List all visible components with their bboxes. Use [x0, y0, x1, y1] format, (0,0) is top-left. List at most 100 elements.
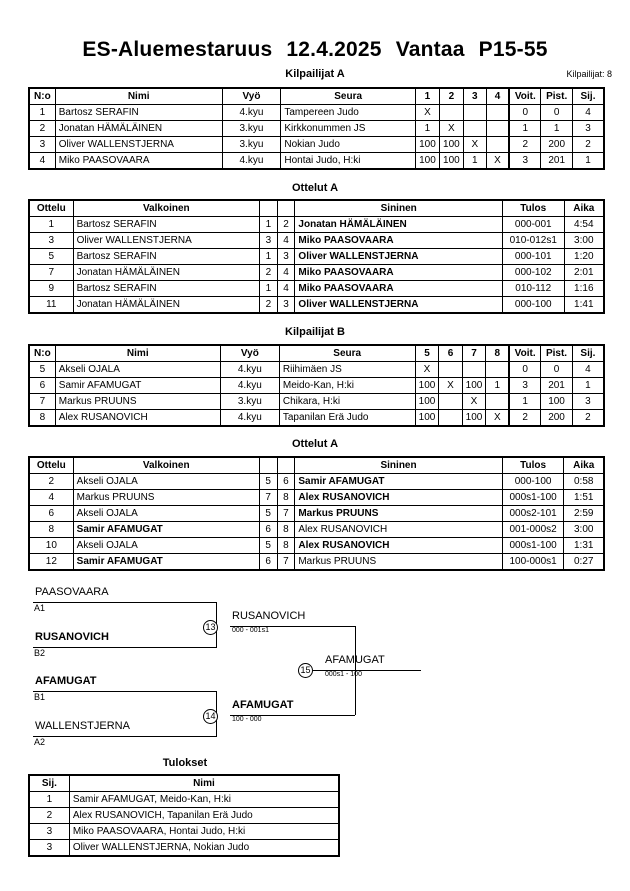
cell-rr: 100 [414, 377, 440, 394]
cell-white: Akseli OJALA [72, 505, 260, 522]
cell-rr: 1 [414, 120, 440, 137]
cell-white: Bartosz SERAFIN [72, 216, 261, 233]
bracket-entry-name: WALLENSTJERNA [35, 720, 130, 732]
cell-club: Hontai Judo, H:ki [280, 152, 416, 169]
cell-rank: 3 [571, 120, 605, 137]
cell-points: 100 [540, 393, 573, 410]
cell-points: 0 [540, 104, 573, 121]
table-row: 1 Bartosz SERAFIN 4.kyu Tampereen Judo X… [29, 104, 605, 121]
cell-white-no: 2 [259, 296, 278, 313]
cell-match-no: 5 [29, 248, 74, 265]
cell-blue: Markus PRUUNS [294, 553, 503, 570]
cell-no: 6 [29, 377, 56, 394]
cell-club: Kirkkonummen JS [280, 120, 416, 137]
cell-match-no: 10 [29, 537, 74, 554]
cell-blue-no: 4 [276, 264, 296, 281]
bracket-line [33, 736, 216, 737]
cell-belt: 4.kyu [221, 152, 282, 169]
table-header-row: Sij. Nimi [29, 775, 340, 792]
cell-match-no: 7 [29, 264, 74, 281]
th-rr-3: 3 [462, 88, 487, 105]
cell-points: 1 [540, 120, 573, 137]
table-row: 3 Oliver WALLENSTJERNA 3.kyu Nokian Judo… [29, 136, 605, 153]
cell-name: Akseli OJALA [54, 361, 221, 378]
cell-white: Samir AFAMUGAT [72, 521, 260, 538]
th-blue-no [276, 457, 296, 474]
cell-blue-no: 6 [276, 473, 296, 490]
cell-result: 000s1-100 [501, 489, 565, 506]
cell-belt: 4.kyu [219, 361, 280, 378]
cell-name: Alex RUSANOVICH [54, 409, 221, 426]
bracket-match-score: 100 - 000 [232, 716, 262, 723]
cell-name: Miko PAASOVAARA [54, 152, 223, 169]
cell-points: 201 [540, 377, 573, 394]
cell-result: 000-101 [501, 248, 565, 265]
cell-rr: 100 [438, 152, 464, 169]
cell-no: 5 [29, 361, 56, 378]
cell-wins: 3 [508, 152, 542, 169]
th-result: Tulos [501, 457, 565, 474]
cell-rank: 1 [571, 377, 605, 394]
page-title: ES-Aluemestaruus 12.4.2025 Vantaa P15-55 [0, 38, 630, 62]
cell-result: 001-000s2 [501, 521, 565, 538]
cell-belt: 4.kyu [221, 104, 282, 121]
bracket-entry-name: RUSANOVICH [35, 631, 109, 643]
th-points: Pist. [540, 345, 573, 362]
cell-result: 000-102 [501, 264, 565, 281]
cell-rr [485, 136, 510, 153]
cell-blue: Miko PAASOVAARA [294, 232, 503, 249]
cell-match-no: 11 [29, 296, 74, 313]
th-name: Nimi [54, 88, 223, 105]
th-white-no [259, 200, 278, 217]
cell-white: Akseli OJALA [72, 537, 260, 554]
cell-name: Alex RUSANOVICH, Tapanilan Erä Judo [68, 807, 340, 824]
th-blue-no [276, 200, 296, 217]
pool-b-body: 5 Akseli OJALA 4.kyu Riihimäen JS X 0 0 … [29, 361, 605, 426]
bracket-entry-seed: B1 [34, 692, 46, 702]
cell-white-no: 5 [258, 505, 278, 522]
table-row: 2 Jonatan HÄMÄLÄINEN 3.kyu Kirkkonummen … [29, 120, 605, 137]
cell-wins: 1 [508, 393, 542, 410]
th-no: N:o [29, 88, 56, 105]
cell-match-no: 6 [29, 505, 74, 522]
cell-match-no: 12 [29, 553, 74, 570]
th-points: Pist. [540, 88, 573, 105]
cell-white-no: 5 [258, 537, 278, 554]
cell-rr: 100 [414, 409, 440, 426]
cell-blue-no: 3 [276, 296, 296, 313]
cell-time: 2:59 [563, 505, 604, 522]
cell-rank: 4 [571, 361, 605, 378]
cell-time: 0:27 [563, 553, 604, 570]
cell-rr: X [438, 120, 464, 137]
cell-wins: 0 [508, 104, 542, 121]
th-match: Ottelu [29, 200, 74, 217]
th-belt: Vyö [219, 345, 280, 362]
bracket-line [33, 602, 216, 603]
cell-white-no: 3 [259, 232, 278, 249]
cell-result: 000s2-101 [501, 505, 565, 522]
cell-blue: Miko PAASOVAARA [294, 280, 503, 297]
table-header-row: N:o Nimi Vyö Seura 1 2 3 4 Voit. Pist. S… [29, 88, 605, 105]
th-rr-2: 2 [438, 88, 464, 105]
cell-time: 4:54 [563, 216, 605, 233]
section-title-pool-a: Kilpailijat A [285, 68, 345, 80]
section-title-pool-b: Kilpailijat B [285, 326, 345, 338]
cell-white: Jonatan HÄMÄLÄINEN [72, 264, 261, 281]
th-blue: Sininen [294, 200, 503, 217]
cell-rr: X [485, 152, 510, 169]
cell-white: Akseli OJALA [72, 473, 260, 490]
table-row: 4 Miko PAASOVAARA 4.kyu Hontai Judo, H:k… [29, 152, 605, 169]
cell-blue: Jonatan HÄMÄLÄINEN [294, 216, 503, 233]
cell-belt: 3.kyu [219, 393, 280, 410]
th-blue: Sininen [294, 457, 503, 474]
title-city: Vantaa [395, 38, 465, 61]
bracket-match-node: 13 [203, 620, 218, 635]
cell-rr [485, 393, 510, 410]
